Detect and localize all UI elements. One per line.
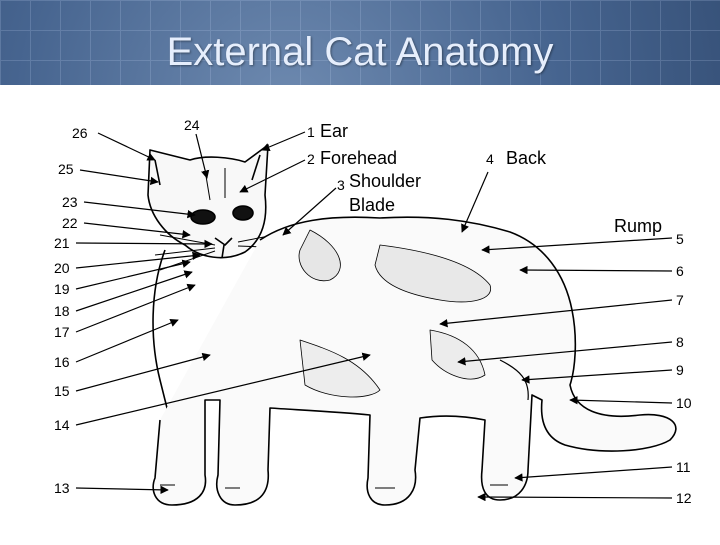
arrow-26: [97, 132, 156, 161]
label-number-23: 23: [62, 194, 78, 210]
label-number-25: 25: [58, 161, 74, 177]
label-number-19: 19: [54, 281, 70, 297]
arrow-1: [261, 131, 306, 151]
label-blade-line: Blade: [349, 195, 395, 215]
arrow-6: [519, 265, 673, 275]
named-labels: 1 Ear 2 Forehead 3 Shoulder Blade 4 Back…: [307, 121, 684, 247]
label-number-15: 15: [54, 383, 70, 399]
label-ear: Ear: [320, 121, 348, 141]
cat-anatomy-diagram: 1 Ear 2 Forehead 3 Shoulder Blade 4 Back…: [54, 117, 692, 506]
label-number-10: 10: [676, 395, 692, 411]
label-number-1: 1: [307, 124, 315, 140]
arrow-24: [195, 133, 210, 179]
label-number-17: 17: [54, 324, 70, 340]
label-number-11: 11: [676, 459, 691, 475]
arrow-22: [83, 222, 191, 239]
arrow-20: [75, 251, 201, 269]
label-number-8: 8: [676, 334, 684, 350]
diagram-panel: 1 Ear 2 Forehead 3 Shoulder Blade 4 Back…: [0, 85, 720, 540]
arrow-7: [439, 299, 673, 328]
label-number-5: 5: [676, 231, 684, 247]
label-number-18: 18: [54, 303, 70, 319]
label-number-9: 9: [676, 362, 684, 378]
label-number-20: 20: [54, 260, 70, 276]
label-forehead: Forehead: [320, 148, 397, 168]
arrow-19: [75, 259, 191, 290]
number-labels: 6 7 8 9 10 11 12 13 14 15 16 17 18 19 20…: [54, 117, 692, 506]
arrow-25: [79, 169, 159, 186]
label-number-13: 13: [54, 480, 70, 496]
label-number-22: 22: [62, 215, 78, 231]
label-number-2: 2: [307, 151, 315, 167]
arrow-4: [461, 171, 489, 233]
arrow-16: [75, 318, 179, 363]
arrow-23: [83, 201, 196, 219]
label-number-21: 21: [54, 235, 70, 251]
label-number-14: 14: [54, 417, 70, 433]
arrow-2: [239, 159, 306, 193]
label-shoulder-blade: Shoulder Blade: [349, 171, 426, 215]
arrow-3: [282, 187, 337, 236]
label-number-4: 4: [486, 151, 494, 167]
arrow-12: [477, 492, 673, 502]
arrow-21: [75, 239, 213, 249]
label-number-26: 26: [72, 125, 88, 141]
slide-title: External Cat Anatomy: [166, 30, 554, 74]
label-number-24: 24: [184, 117, 200, 133]
title-grid-pattern: [0, 0, 720, 90]
arrow-13: [75, 485, 169, 495]
cat-illustration: [147, 144, 677, 506]
arrow-17: [75, 283, 196, 333]
arrow-9: [521, 369, 673, 384]
arrow-14: [75, 352, 371, 426]
label-back: Back: [506, 148, 547, 168]
arrow-5: [481, 237, 673, 254]
arrow-18: [75, 270, 193, 312]
arrow-8: [457, 341, 673, 366]
arrow-15: [75, 352, 211, 392]
pointer-arrows: [75, 131, 673, 502]
label-shoulder-line: Shoulder: [349, 171, 421, 191]
label-rump: Rump: [614, 216, 662, 236]
arrow-11: [514, 466, 673, 482]
label-number-12: 12: [676, 490, 692, 506]
label-number-16: 16: [54, 354, 70, 370]
label-number-3: 3: [337, 177, 345, 193]
label-number-6: 6: [676, 263, 684, 279]
arrow-10: [569, 396, 673, 405]
label-number-7: 7: [676, 292, 684, 308]
